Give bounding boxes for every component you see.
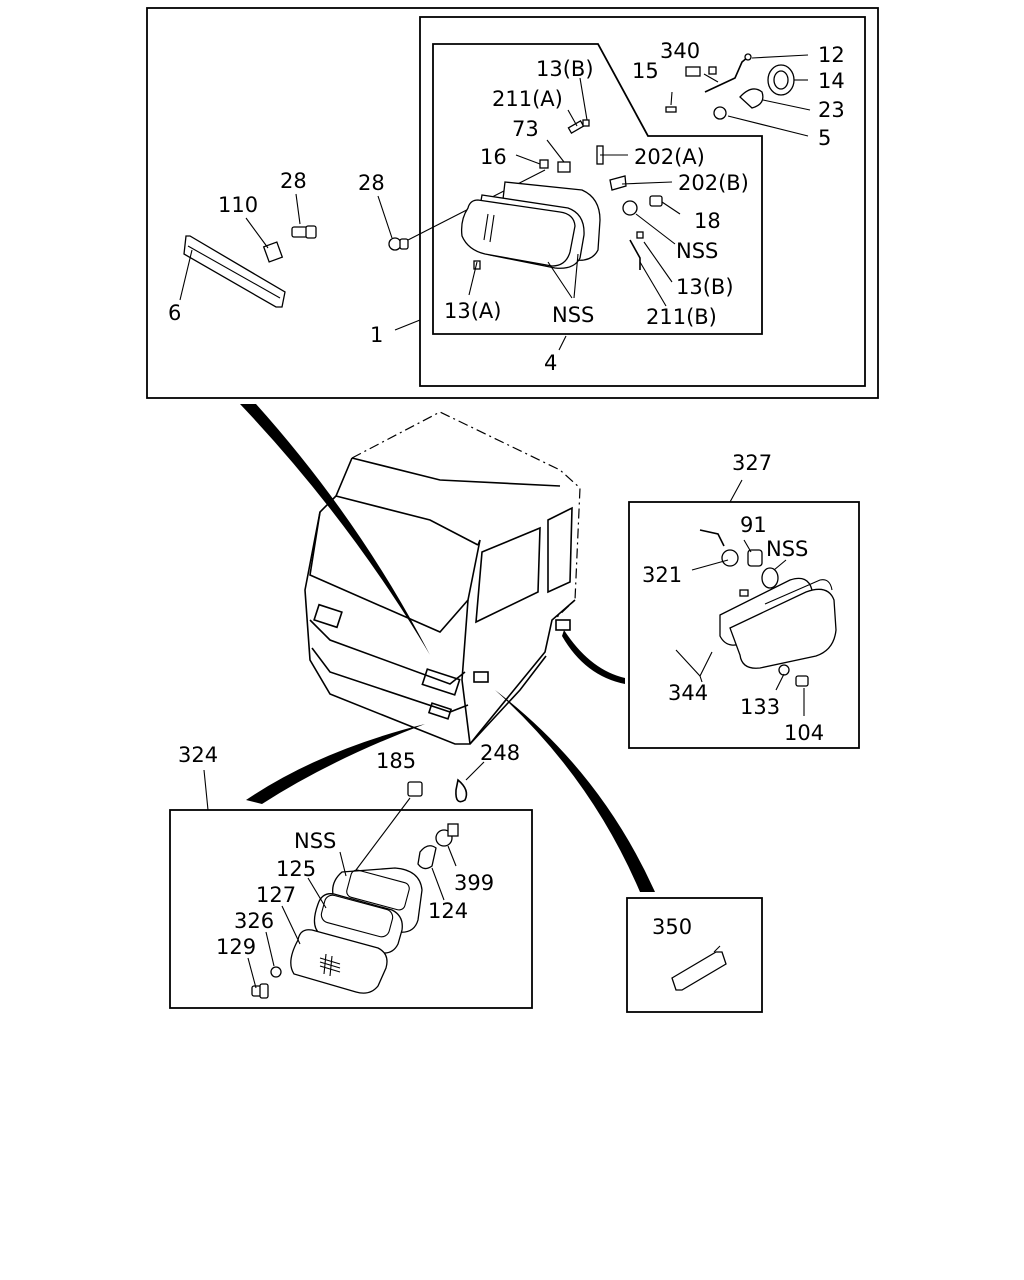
label-324: 324: [178, 743, 218, 767]
label-73: 73: [512, 117, 539, 141]
front-turn-lamp-group: 324 185 248 NSS 125 127 399 326 124 129: [169, 741, 533, 1009]
label-202a: 202(A): [634, 145, 705, 169]
bolt-part-28-right: [388, 237, 409, 251]
label-16: 16: [480, 145, 507, 169]
label-nss-right: NSS: [766, 537, 808, 561]
label-nss-top: NSS: [676, 239, 718, 263]
label-125: 125: [276, 857, 316, 881]
label-23: 23: [818, 98, 845, 122]
label-344: 344: [668, 681, 708, 705]
label-4: 4: [544, 351, 557, 375]
label-129: 129: [216, 935, 256, 959]
clip-part-110: [262, 241, 284, 263]
label-13b-bottom: 13(B): [676, 275, 734, 299]
bolt-part-28-left: [291, 225, 317, 239]
label-350: 350: [652, 915, 692, 939]
label-18: 18: [694, 209, 721, 233]
label-15: 15: [632, 59, 659, 83]
marker-lamp-group: 350: [626, 897, 763, 1013]
headlamp-housing: [460, 181, 601, 269]
label-91: 91: [740, 513, 767, 537]
label-104: 104: [784, 721, 824, 745]
label-13b-top: 13(B): [536, 57, 594, 81]
lamp-subassembly-box: [432, 43, 763, 335]
label-202b: 202(B): [678, 171, 749, 195]
label-399: 399: [454, 871, 494, 895]
label-nss-bottom: NSS: [294, 829, 336, 853]
label-28-left: 28: [280, 169, 307, 193]
inner-box: [419, 16, 866, 387]
label-nss-mid: NSS: [552, 303, 594, 327]
label-326: 326: [234, 909, 274, 933]
side-lamp-parts: [699, 529, 837, 687]
label-327: 327: [732, 451, 772, 475]
label-124: 124: [428, 899, 468, 923]
bracket-part-6: [183, 235, 286, 308]
pointer-top: [240, 404, 430, 655]
pointer-right: [562, 630, 625, 684]
label-12: 12: [818, 43, 845, 67]
label-1: 1: [370, 323, 383, 347]
truck-cab: [240, 404, 655, 892]
label-340: 340: [660, 39, 700, 63]
pointer-bottom-right: [495, 690, 655, 892]
side-turn-lamp-group: 327 91 NSS 321 344 133 104: [628, 451, 860, 749]
label-211a: 211(A): [492, 87, 563, 111]
leader-lines-top: [179, 54, 811, 351]
label-321: 321: [642, 563, 682, 587]
bulb-parts: [665, 53, 795, 120]
label-248: 248: [480, 741, 520, 765]
label-127: 127: [256, 883, 296, 907]
pointer-bottom-left: [246, 724, 425, 804]
label-6: 6: [168, 301, 181, 325]
outer-box: [146, 7, 879, 399]
front-lamp-parts: [251, 778, 468, 999]
label-185: 185: [376, 749, 416, 773]
label-110: 110: [218, 193, 258, 217]
label-5: 5: [818, 126, 831, 150]
headlamp-assembly-group: 340 12 15 13(B) 14 211(A) 23 73 5 16 202…: [146, 7, 879, 399]
label-133: 133: [740, 695, 780, 719]
label-14: 14: [818, 69, 845, 93]
label-211b: 211(B): [646, 305, 717, 329]
label-13a: 13(A): [444, 299, 501, 323]
label-28-right: 28: [358, 171, 385, 195]
